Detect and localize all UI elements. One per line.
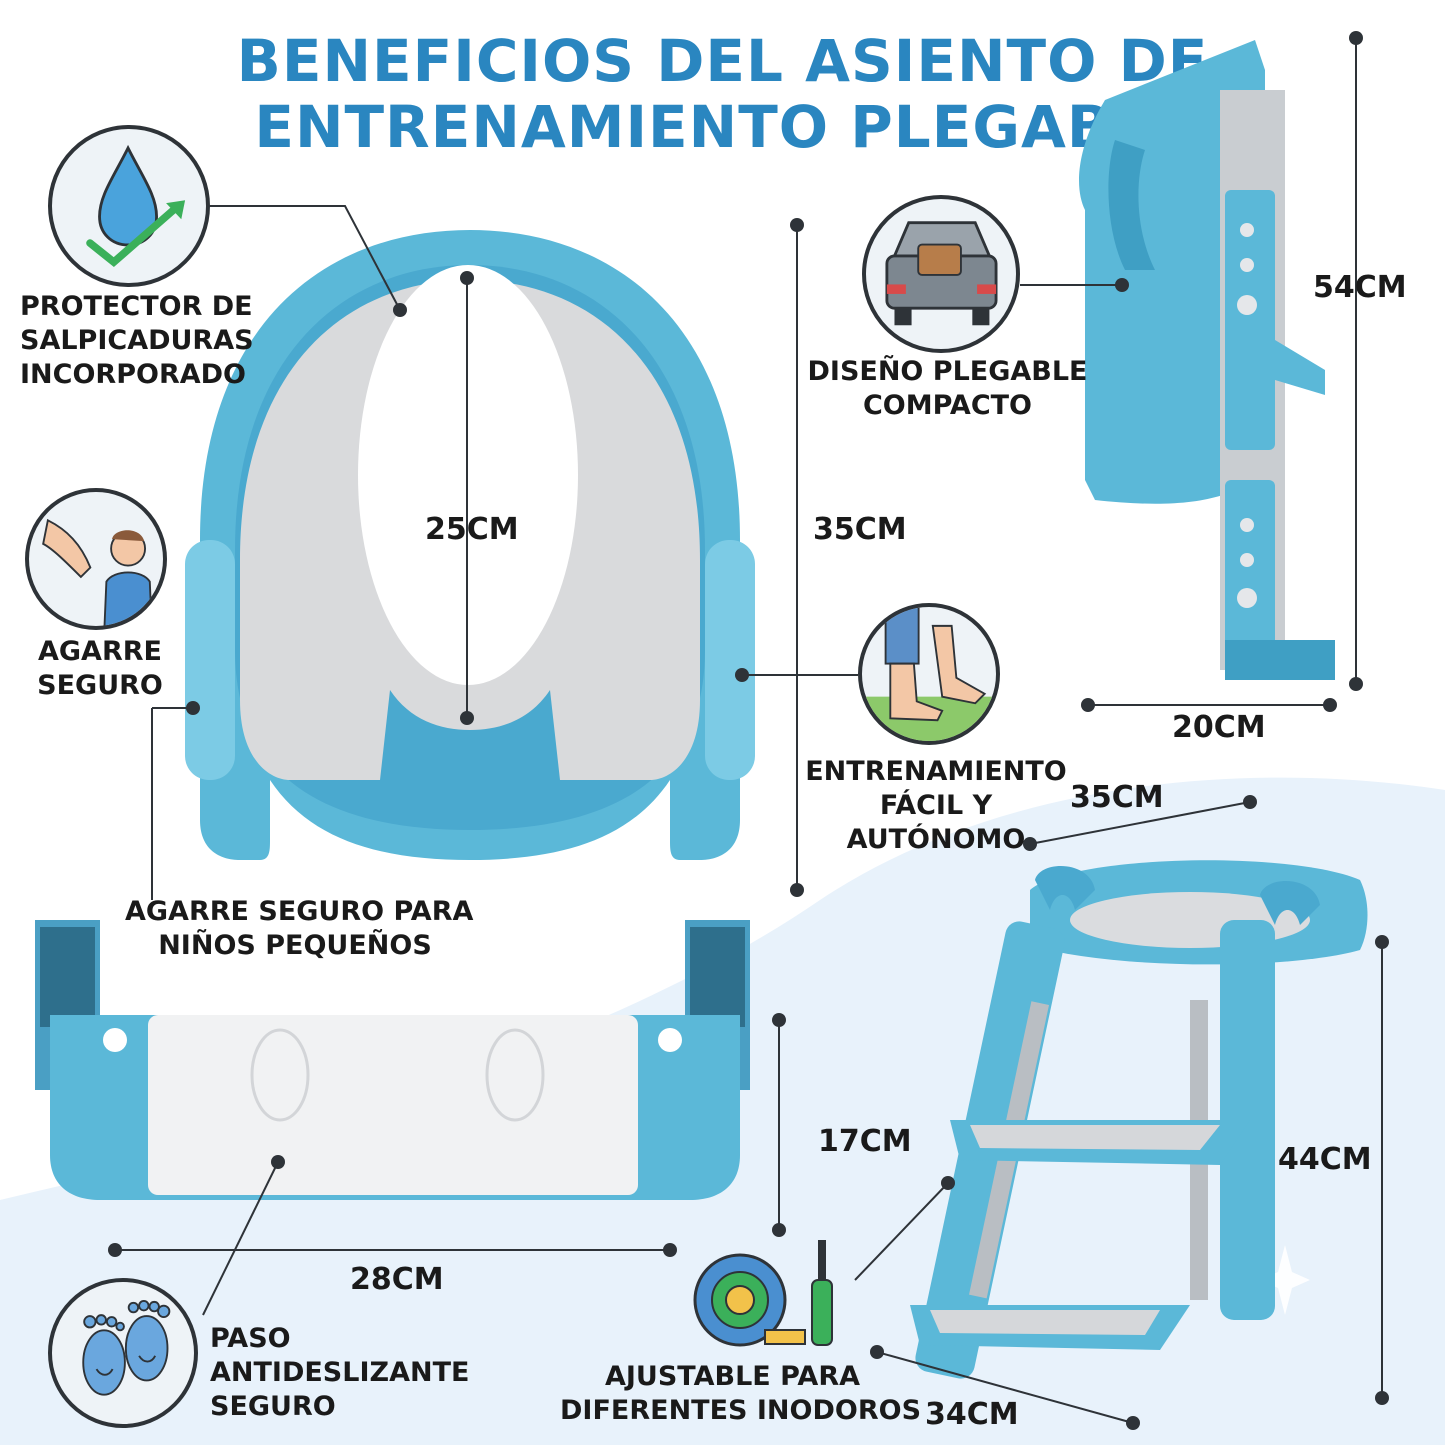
feet-walking-icon — [858, 603, 1000, 745]
splash-guard-line-1: PROTECTOR DE — [20, 291, 253, 322]
foldable-design-label: DISEÑO PLEGABLE COMPACTO — [805, 355, 1090, 423]
anti-slip-step-label: PASO ANTIDESLIZANTE SEGURO — [210, 1322, 470, 1424]
splash-guard-label: PROTECTOR DE SALPICADURAS INCORPORADO — [20, 290, 254, 392]
full-ladder-image — [910, 860, 1368, 1379]
hand-child-icon — [25, 488, 167, 630]
secure-grip-label: AGARRE SEGURO — [20, 635, 180, 703]
anti-slip-step-line-1: PASO — [210, 1323, 291, 1354]
secure-grip-kids-line-1: AGARRE SEGURO PARA — [125, 896, 474, 927]
easy-training-line-2: FÁCIL Y — [879, 790, 993, 821]
foldable-design-line-2: COMPACTO — [862, 390, 1033, 421]
dim-ladder-height: 44CM — [1278, 1142, 1372, 1177]
water-drop-check-icon — [48, 125, 210, 287]
smiling-feet-icon — [48, 1278, 198, 1428]
secure-grip-kids-line-2: NIÑOS PEQUEÑOS — [158, 930, 432, 961]
dim-seat-depth: 35CM — [1070, 780, 1164, 815]
secure-grip-line-2: SEGURO — [37, 670, 163, 701]
dim-folded-width: 20CM — [1172, 710, 1266, 745]
dim-seat-length: 35CM — [813, 512, 907, 547]
easy-training-label: ENTRENAMIENTO FÁCIL Y AUTÓNOMO — [800, 755, 1072, 857]
adjustable-label: AJUSTABLE PARA DIFERENTES INODOROS — [560, 1360, 922, 1428]
title-line-1: BENEFICIOS DEL ASIENTO DE — [236, 27, 1209, 95]
dim-ladder-width: 34CM — [925, 1397, 1019, 1432]
adjustable-line-1: AJUSTABLE PARA — [604, 1361, 861, 1392]
dim-step-height: 17CM — [818, 1124, 912, 1159]
splash-guard-line-3: INCORPORADO — [20, 359, 246, 390]
tape-measure-screwdriver-icon — [690, 1235, 850, 1355]
adjustable-line-2: DIFERENTES INODOROS — [560, 1395, 922, 1426]
step-front-view-image — [35, 920, 750, 1200]
car-trunk-luggage-icon — [862, 195, 1020, 353]
folded-side-view-image — [1079, 40, 1335, 680]
dim-seat-inner-length: 25CM — [425, 512, 519, 547]
page-title: BENEFICIOS DEL ASIENTO DE ENTRENAMIENTO … — [0, 28, 1445, 160]
foldable-design-line-1: DISEÑO PLEGABLE — [807, 356, 1088, 387]
dim-step-width: 28CM — [350, 1262, 444, 1297]
splash-guard-line-2: SALPICADURAS — [20, 325, 254, 356]
title-line-2: ENTRENAMIENTO PLEGABLE — [254, 93, 1191, 161]
anti-slip-step-line-2: ANTIDESLIZANTE — [210, 1357, 470, 1388]
anti-slip-step-line-3: SEGURO — [210, 1391, 336, 1422]
dim-folded-height: 54CM — [1313, 270, 1407, 305]
easy-training-line-1: ENTRENAMIENTO — [805, 756, 1067, 787]
easy-training-line-3: AUTÓNOMO — [846, 824, 1026, 855]
secure-grip-kids-label: AGARRE SEGURO PARA NIÑOS PEQUEÑOS — [125, 895, 474, 963]
secure-grip-line-1: AGARRE — [38, 636, 162, 667]
